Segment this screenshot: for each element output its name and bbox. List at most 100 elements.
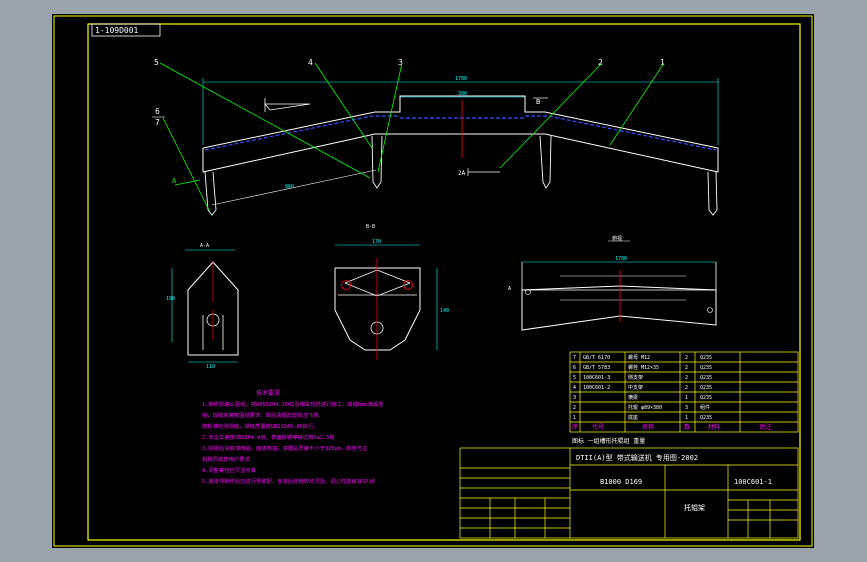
view-label-a: A (508, 286, 511, 292)
parts-cell-qty: 2 (685, 375, 688, 381)
parts-cell-qty: 2 (685, 385, 688, 391)
leader-2 (499, 62, 603, 169)
parts-cell-mat: 组件 (700, 404, 710, 411)
corner-code-box (91, 23, 161, 37)
note-line-2: 接，焊缝高度按图纸要求，焊后清理药皮焊渣飞溅， (202, 411, 324, 419)
hidden-roller-right (525, 115, 717, 151)
parts-cell-no: 1 (573, 415, 576, 421)
parts-cell-qty: 2 (685, 365, 688, 371)
leader-6-7 (162, 117, 211, 213)
note-line-6: 机相同或按用户要求 (202, 455, 250, 463)
frame-bottom-outline (202, 133, 719, 173)
leader-5 (159, 62, 371, 179)
parts-cell-no: 3 (573, 395, 576, 401)
parts-cell-code: 100C601-3 (583, 375, 610, 381)
parts-cell-mat: Q235 (700, 365, 712, 371)
dimension-mid-h: 140 (440, 308, 449, 314)
title-row: 图标 一组槽形托辊组 重量 (572, 437, 645, 445)
parts-header-code: 代号 (592, 423, 604, 431)
parts-cell-mat: Q235 (700, 395, 712, 401)
parts-list-header: 序 代号 名称 数 材料 附注 (572, 423, 772, 431)
series-title: DTII(A)型 带式输送机 专用图-2002 (576, 453, 698, 462)
angle-marker (264, 103, 311, 111)
parts-header-mat: 材料 (708, 423, 720, 431)
parts-cell-mat: Q235 (700, 385, 712, 391)
parts-header-name: 名称 (642, 423, 654, 431)
dimension-d1: 860 (285, 184, 294, 190)
parts-cell-qty: 3 (685, 405, 688, 411)
callout-5: 5 (154, 58, 159, 67)
side-bracket-view: A-A 190 110 (166, 243, 239, 370)
parts-cell-qty: 2 (685, 355, 688, 361)
drawing-background (52, 14, 814, 548)
notes-title: 技术要求 (256, 389, 280, 397)
dimension-plan-w: 1780 (615, 256, 627, 262)
view-label-b: B (536, 98, 540, 106)
dimension-middle: 380 (458, 91, 467, 97)
parts-cell-name: 横梁 (628, 394, 638, 401)
parts-cell-no: 7 (573, 355, 576, 361)
inner-frame (87, 23, 801, 541)
parts-cell-mat: Q235 (700, 415, 712, 421)
parts-header-no: 序 (572, 423, 578, 431)
parts-cell-name: 底座 (628, 414, 638, 421)
middle-bracket-outline (334, 267, 421, 351)
label-bb: B-B (366, 224, 375, 230)
frame-top-outline (202, 95, 719, 149)
parts-header-qty: 数 (684, 423, 690, 431)
dimension-side-h: 190 (166, 296, 175, 302)
plan-view: 俯视 1780 A (508, 235, 717, 331)
left-leg (204, 171, 217, 216)
dimension-mid-w: 170 (372, 239, 381, 245)
part-name: 托辊架 (684, 503, 705, 512)
parts-cell-no: 4 (573, 385, 576, 391)
parts-cell-name: 螺栓 M12×35 (628, 364, 659, 371)
note-line-3: 按标准检测焊缝，焊缝质量按GB11345-89执行。 (202, 422, 319, 430)
parts-cell-qty: 1 (685, 415, 688, 421)
callout-7: 7 (155, 118, 160, 127)
leader-3 (377, 62, 403, 173)
parts-list-table (569, 351, 799, 433)
parts-header-note: 附注 (760, 423, 772, 431)
leader-1 (609, 62, 665, 146)
parts-cell-code: GB/T 6170 (583, 355, 610, 361)
parts-cell-qty: 1 (685, 395, 688, 401)
section-mark-2: 2A (458, 170, 466, 177)
middle-bracket-view: B-B 170 140 (334, 224, 449, 360)
parts-cell-code: 100C601-2 (583, 385, 610, 391)
parts-cell-name: 中支架 (628, 384, 643, 391)
title-block (459, 447, 799, 539)
mid-right-leg (539, 135, 552, 189)
note-line-4: 2.未注公差按GB1804-m级，表面除锈等级达到Sa2.5级 (202, 433, 335, 441)
dimension-overall: 1780 (455, 76, 467, 82)
outer-frame (53, 15, 813, 547)
section-mark: A (172, 177, 177, 185)
label-plan: 俯视 (612, 235, 622, 242)
main-elevation-view: 1780 380 860 B A 2A 5 (152, 58, 719, 216)
corner-code: 1-109D001 (95, 26, 139, 35)
callout-1: 1 (660, 58, 665, 67)
side-bracket-outline (187, 261, 239, 356)
mid-left-leg (371, 135, 383, 189)
right-leg (707, 171, 718, 216)
label-aa: A-A (200, 243, 209, 249)
parts-cell-no: 6 (573, 365, 576, 371)
leader-4 (314, 62, 373, 149)
note-line-1: 1.制作前确认图纸，按GB50204-2002及相关规范进行施工，焊缝8mm满焊… (202, 400, 384, 408)
dimension-side-w: 110 (206, 364, 215, 370)
callout-2: 2 (598, 58, 603, 67)
parts-cell-code: GB/T 5783 (583, 365, 610, 371)
parts-cell-mat: Q235 (700, 375, 712, 381)
parts-cell-no: 2 (573, 405, 576, 411)
note-line-8: 5.各零件制作后应进行预装配，安装后托辊转动灵活，调心性能良好SP10 (202, 477, 375, 485)
note-line-5: 3.除锈后涂底漆两遍，面漆两遍，漆膜总厚度不小于120μm，颜色与主 (202, 444, 368, 452)
parts-cell-name: 托辊 φ89×380 (628, 404, 662, 411)
callout-4: 4 (308, 58, 313, 67)
parts-cell-name: 螺母 M12 (628, 354, 650, 361)
spec-label: B1000 D169 (600, 478, 642, 486)
callout-6: 6 (155, 107, 160, 116)
parts-cell-no: 5 (573, 375, 576, 381)
technical-notes: 技术要求 1.制作前确认图纸，按GB50204-2002及相关规范进行施工，焊缝… (202, 389, 384, 485)
